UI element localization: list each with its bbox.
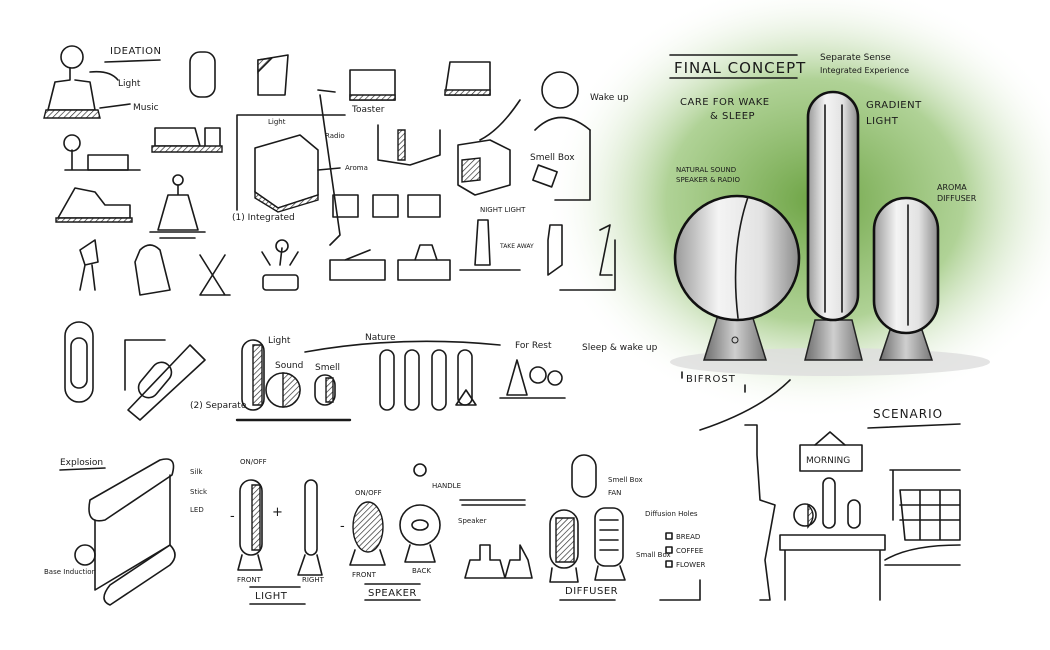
final-concept: FINAL CONCEPT Separate Sense Integrated … (669, 53, 977, 431)
scenario-title: SCENARIO (873, 407, 943, 421)
care-label-2: & SLEEP (710, 111, 755, 122)
silk-label: Silk (190, 468, 203, 476)
light-label: Light (118, 79, 141, 89)
nature-label: Nature (365, 333, 396, 343)
small-box-label: Small Box (636, 551, 671, 559)
speaker-views: ON/OFF - HANDLE Speaker FRONT BACK SPEAK… (340, 463, 533, 601)
explosion-title: Explosion (60, 458, 103, 468)
music-label: Music (133, 103, 159, 113)
toaster-label: Toaster (351, 105, 385, 115)
aroma-label-1: AROMA (937, 183, 967, 192)
speaker-front-label: FRONT (352, 571, 377, 579)
led-label: LED (190, 506, 204, 514)
diffuser-smell-box-label: Smell Box (608, 476, 643, 484)
explosion-section: Explosion Silk Stick LED Base Induction (44, 458, 208, 606)
night-light-label: NIGHT LIGHT (480, 206, 526, 214)
aroma-label: Aroma (345, 164, 368, 172)
speaker-minus-label: - (340, 519, 346, 534)
diffusion-holes-label: Diffusion Holes (645, 510, 698, 518)
stick-label: Stick (190, 488, 208, 496)
aroma-label-2: DIFFUSER (937, 194, 977, 203)
wake-up-label: Wake up (590, 93, 629, 103)
final-concept-title: FINAL CONCEPT (674, 59, 806, 77)
light-small-label: Light (268, 118, 286, 126)
light-views: ON/OFF - + FRONT RIGHT LIGHT (230, 458, 325, 605)
bread-option: BREAD (676, 533, 700, 541)
scenario-section: SCENARIO MORNING (744, 407, 961, 601)
morning-sign: MORNING (806, 456, 850, 466)
ideation-section: IDEATION Light Music (43, 45, 299, 296)
integrated-section: Light Radio Aroma (1) Integrated Toaster… (232, 61, 629, 291)
light-title: LIGHT (255, 591, 288, 602)
sound-label-2: SPEAKER & RADIO (676, 176, 740, 184)
light-front-label: FRONT (237, 576, 262, 584)
light-minus-label: - (230, 509, 236, 524)
gradient-label-2: LIGHT (866, 116, 899, 127)
sleep-wake-label: Sleep & wake up (582, 343, 658, 353)
fan-label: FAN (608, 489, 621, 497)
light-plus-label: + (272, 505, 284, 520)
sound-label: Sound (275, 361, 303, 371)
speaker-label: Speaker (458, 517, 487, 525)
speaker-title: SPEAKER (368, 588, 417, 599)
smell-label: Smell (315, 363, 340, 373)
radio-label: Radio (325, 132, 345, 140)
final-subtitle-2: Integrated Experience (820, 66, 909, 75)
separate-section: (2) Separate Light Sound Smell Nature Fo… (64, 321, 658, 422)
care-label-1: CARE FOR WAKE (680, 97, 770, 108)
diffuser-title: DIFFUSER (565, 586, 618, 597)
smell-box-label: Smell Box (530, 153, 575, 163)
flower-option: FLOWER (676, 561, 706, 569)
separate-label: (2) Separate (190, 401, 247, 411)
final-subtitle-1: Separate Sense (820, 53, 891, 63)
product-name: BIFROST (686, 374, 736, 385)
ideation-title: IDEATION (110, 46, 161, 57)
light-onoff-label: ON/OFF (240, 458, 267, 466)
integrated-label: (1) Integrated (232, 213, 295, 223)
handle-label: HANDLE (432, 482, 461, 490)
light-right-label: RIGHT (302, 576, 325, 584)
light-sep-label: Light (268, 336, 291, 346)
take-away-label: TAKE AWAY (499, 243, 534, 250)
sound-label-1: NATURAL SOUND (676, 166, 736, 174)
speaker-onoff-label: ON/OFF (355, 489, 382, 497)
diffuser-views: Smell Box FAN Diffusion Holes Small Box … (549, 454, 706, 601)
coffee-option: COFFEE (676, 547, 703, 555)
gradient-label-1: GRADIENT (866, 100, 922, 111)
speaker-back-label: BACK (412, 567, 431, 575)
base-induction-label: Base Induction (44, 568, 96, 576)
for-rest-label: For Rest (515, 341, 552, 351)
